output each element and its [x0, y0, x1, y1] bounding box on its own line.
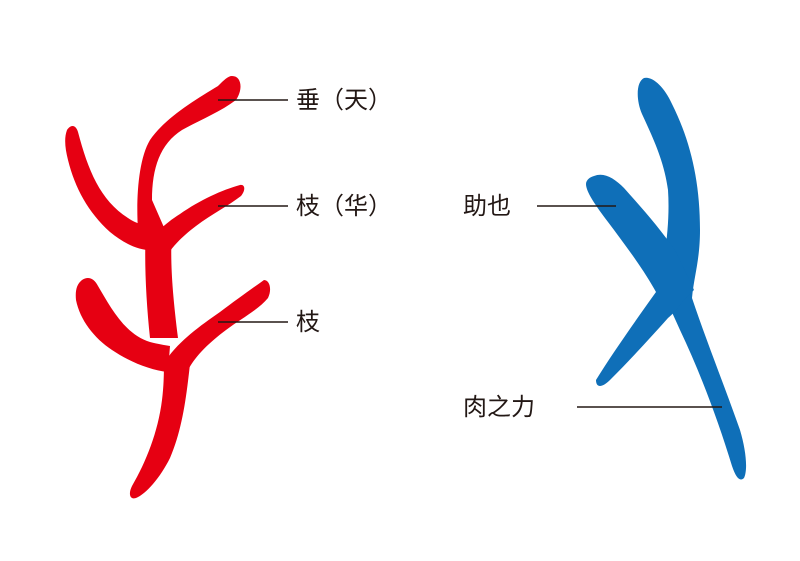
- leader-lines: [218, 99, 722, 408]
- blue-glyph: [586, 77, 747, 480]
- red-lower-right-branch: [166, 280, 271, 370]
- label-zhi-hua: 枝（华）: [296, 192, 392, 220]
- label-chui-tian: 垂（天）: [296, 86, 392, 114]
- label-rou-zhi-li: 肉之力: [463, 393, 535, 421]
- red-middle-right-branch: [148, 184, 245, 254]
- red-top-branch: [137, 76, 241, 232]
- red-tail: [129, 356, 190, 499]
- blue-cross-stroke: [586, 174, 694, 386]
- red-trunk: [145, 226, 178, 338]
- red-glyph: [65, 76, 271, 499]
- blue-main-stroke: [637, 77, 747, 480]
- red-lower-left-branch: [75, 278, 170, 372]
- label-zhi: 枝: [296, 308, 320, 336]
- label-zhu-ye: 助也: [463, 192, 511, 220]
